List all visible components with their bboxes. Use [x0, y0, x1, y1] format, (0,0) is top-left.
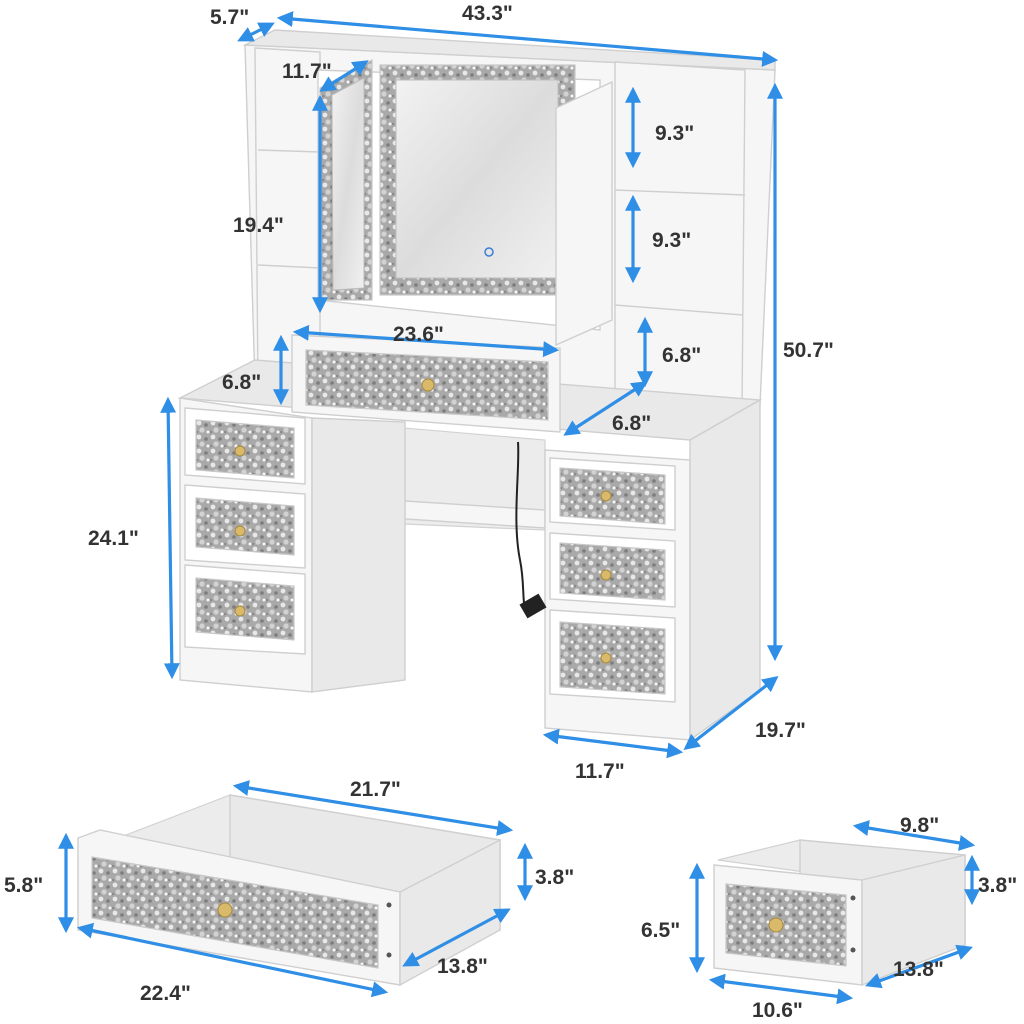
label-mirror-height: 19.4" — [233, 214, 284, 237]
label-cabinet-width: 11.7" — [575, 760, 625, 783]
label-large-drawer-inner-height: 3.8" — [535, 866, 574, 889]
label-small-drawer-inner-height: 3.8" — [978, 874, 1017, 897]
label-middle-shelf-height: 9.3" — [652, 229, 691, 252]
label-side-mirror-width: 11.7" — [282, 60, 332, 83]
label-lower-shelf-height: 6.8" — [662, 344, 701, 367]
label-desk-height: 24.1" — [88, 527, 139, 550]
arrow-shelf-depth — [563, 381, 648, 436]
label-small-drawer-depth: 13.8" — [893, 958, 944, 981]
dimension-labels: 5.7" 43.3" 11.7" 9.3" 9.3" 19.4" 23.6" 6… — [4, 2, 1017, 1022]
arrow-cabinet-width — [542, 728, 684, 759]
vanity-illustration — [177, 29, 776, 742]
arrow-small-inner-width — [852, 820, 976, 851]
label-small-drawer-inner-width: 9.8" — [900, 814, 939, 837]
label-center-drawer-height: 6.8" — [222, 371, 261, 394]
label-large-drawer-depth: 13.8" — [437, 955, 488, 978]
label-small-drawer-height: 6.5" — [641, 919, 680, 942]
arrow-total-depth — [683, 676, 779, 750]
arrow-total-width — [276, 11, 779, 67]
label-total-height: 50.7" — [783, 339, 834, 362]
arrow-large-depth — [402, 908, 511, 967]
label-depth-top: 5.7" — [210, 6, 249, 29]
dimension-arrows — [58, 11, 980, 1005]
label-large-drawer-height: 5.8" — [4, 874, 43, 897]
arrow-side-mirror-width — [319, 60, 369, 92]
arrow-small-depth — [864, 944, 974, 989]
label-shelf-depth: 6.8" — [612, 412, 651, 435]
label-small-drawer-width: 10.6" — [752, 999, 803, 1022]
arrow-center-drawer-width — [292, 324, 560, 358]
label-upper-shelf-height: 9.3" — [655, 122, 694, 145]
label-center-drawer-width: 23.6" — [393, 323, 444, 346]
arrow-small-width — [708, 973, 854, 1005]
arrow-large-inner-width — [232, 780, 514, 836]
label-large-drawer-inner-width: 21.7" — [350, 778, 401, 801]
label-large-drawer-width: 22.4" — [140, 982, 191, 1005]
label-total-width: 43.3" — [462, 2, 513, 25]
arrow-depth-top — [237, 22, 275, 42]
label-total-depth: 19.7" — [755, 719, 806, 742]
arrow-large-width — [76, 922, 389, 998]
arrow-desk-height — [160, 396, 180, 680]
